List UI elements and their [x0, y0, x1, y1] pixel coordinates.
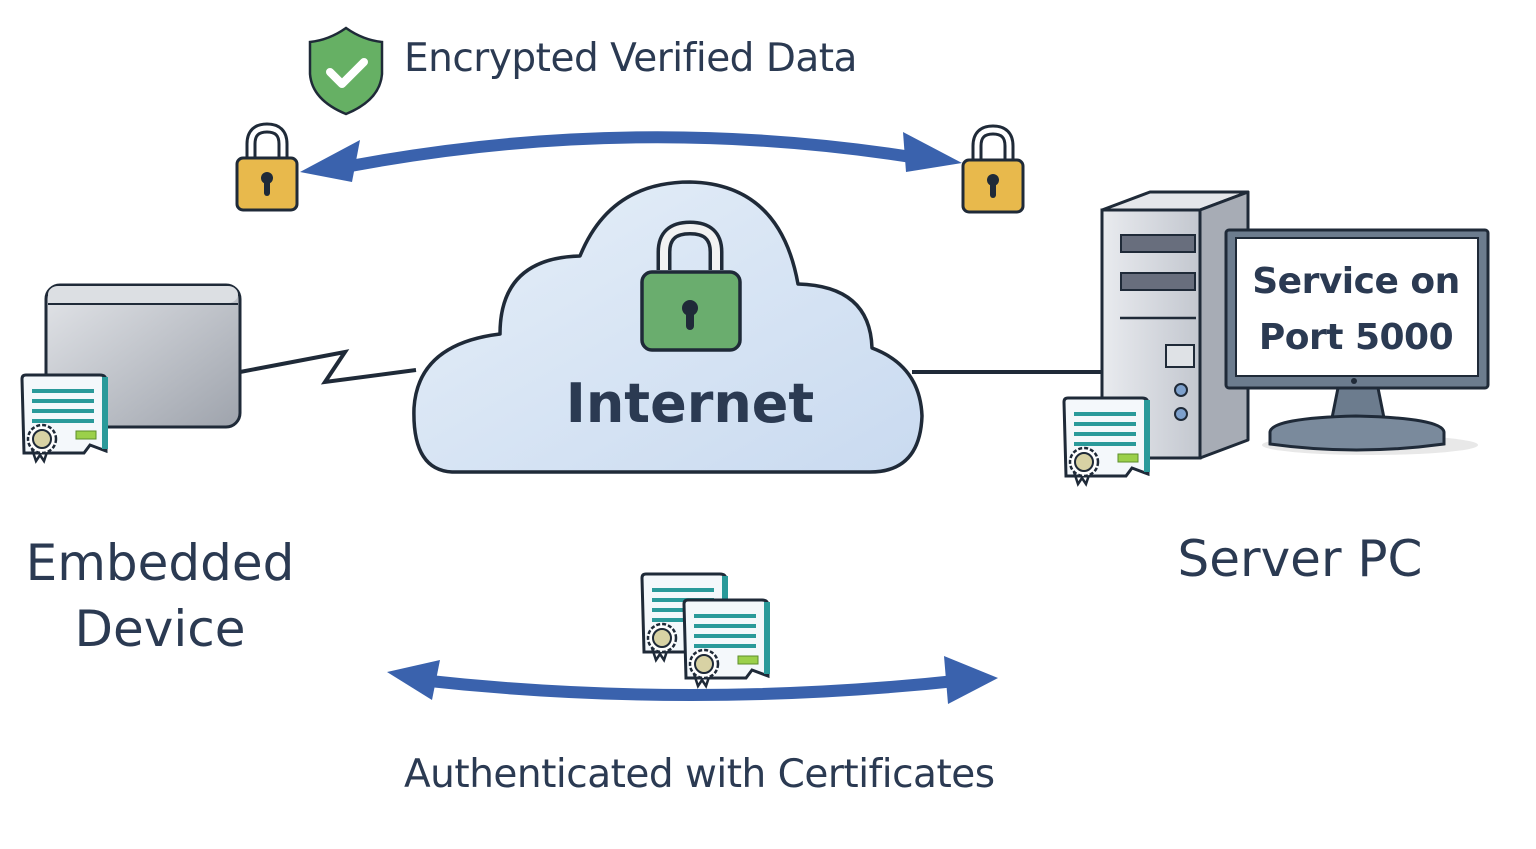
certificate-icon-server — [1062, 396, 1152, 486]
embedded-device-label: Embedded Device — [20, 530, 300, 662]
monitor-screen-text: Service on Port 5000 — [1236, 254, 1476, 366]
arrowhead-left — [387, 660, 440, 700]
internet-label: Internet — [565, 372, 815, 435]
embedded-device-label-text: Embedded Device — [25, 534, 295, 658]
arrowhead-left — [300, 140, 360, 182]
authenticated-label: Authenticated with Certificates — [404, 752, 995, 797]
certificate-icon-front — [682, 598, 772, 688]
arrowhead-right — [903, 132, 962, 172]
screen-line-2: Port 5000 — [1258, 317, 1454, 358]
certificate-icon-device — [20, 373, 110, 463]
server-pc-label: Server PC — [1177, 530, 1423, 588]
wireless-link-line — [239, 349, 417, 385]
top-bidirectional-arrow — [300, 131, 962, 182]
shield-check-icon — [308, 26, 384, 116]
padlock-icon-left — [237, 128, 297, 210]
encrypted-data-label: Encrypted Verified Data — [404, 36, 857, 81]
padlock-icon-right — [963, 130, 1023, 212]
padlock-icon-cloud — [640, 220, 742, 352]
arrowhead-right — [944, 656, 998, 704]
screen-line-1: Service on — [1252, 261, 1460, 302]
bottom-bidirectional-arrow — [387, 656, 998, 704]
monitor-icon — [1224, 228, 1490, 455]
